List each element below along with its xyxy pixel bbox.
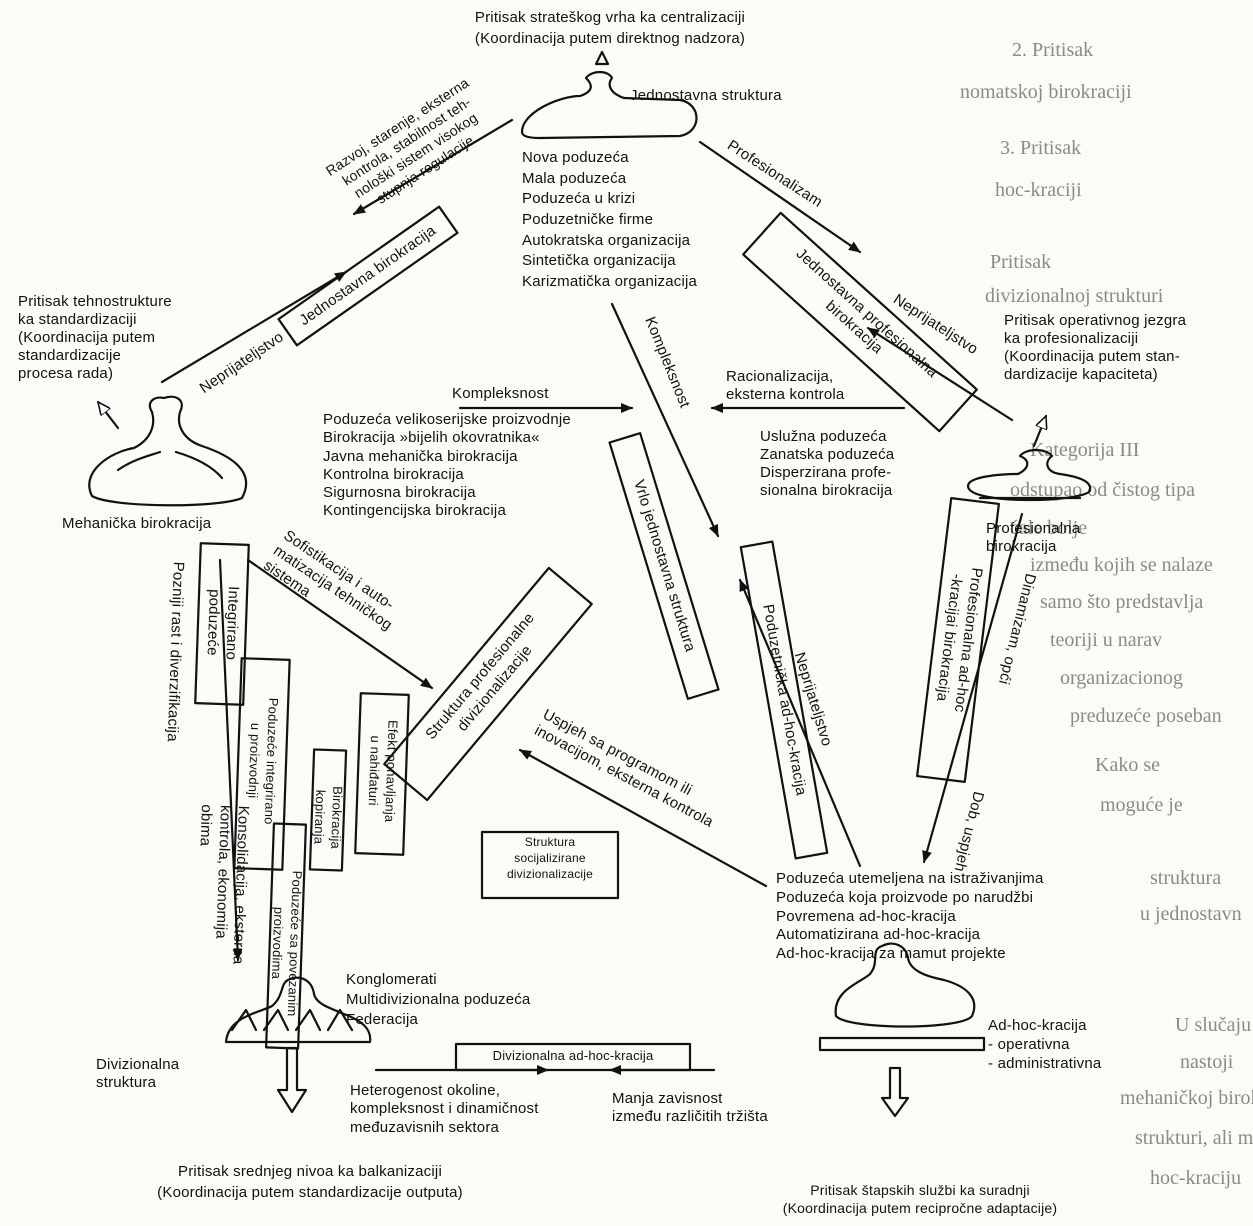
box-copying-bureaucracy-text: Birokracija kopiranja	[311, 785, 346, 850]
technostructure-pressure: Pritisak tehnostrukture ka standardizaci…	[18, 293, 172, 382]
adhoc-examples: Poduzeća utemeljena na istraživanjima Po…	[776, 870, 1044, 962]
bg-line: strukturi, ali može	[1135, 1127, 1253, 1149]
professional-bureaucracy-label: Profesionalna birokracija	[986, 520, 1081, 555]
arrow-hostility-left	[160, 270, 348, 384]
box-simple-bureaucracy	[277, 205, 459, 347]
arrow-complexity-diag	[610, 302, 720, 538]
support-pressure-line-1: Pritisak štapskih službi ka suradnji	[810, 1182, 1030, 1198]
bg-line: nastoji	[1180, 1051, 1234, 1073]
machine-examples: Poduzeća velikoserijske proizvodnje Biro…	[323, 411, 571, 520]
box-very-simple	[608, 432, 720, 700]
less-dependence-label: Manja zavisnost između različitih tržišt…	[612, 1090, 768, 1126]
adhoc-glyph	[818, 942, 986, 1052]
bg-line: struktura	[1150, 867, 1222, 889]
operating-core-pressure: Pritisak operativnog jezgra ka profesion…	[1004, 312, 1187, 383]
arrow-sophistication	[246, 558, 434, 690]
arrow-professionalism	[698, 140, 862, 254]
bg-line: hoc-kraciju	[1150, 1167, 1242, 1189]
divisional-structure-label: Divizionalna struktura	[96, 1056, 180, 1091]
bg-line: divizionalnoj strukturi	[985, 285, 1164, 307]
bg-line: Pritisak	[990, 251, 1052, 273]
adhoc-variants: - operativna - administrativna	[988, 1036, 1102, 1072]
bg-line: 3. Pritisak	[1000, 137, 1082, 159]
bg-line: hoc-kraciji	[995, 179, 1082, 201]
operating-core-pressure-arrow	[1032, 416, 1046, 448]
bg-line: ćale bolje	[1010, 517, 1088, 539]
arrow-hostility-right	[866, 326, 1014, 422]
box-cloning-effect-text: Efekt ponavljanja u nahiđaturi	[365, 719, 401, 823]
box-integrated	[194, 542, 250, 706]
bg-line: moguće je	[1100, 794, 1183, 816]
heterogeneity-label: Heterogenost okoline, kompleksnost i din…	[350, 1082, 539, 1136]
box-divisional-adhoc	[454, 1042, 692, 1072]
box-divisional-adhoc-text: Divizionalna ad-hoc-kracija	[492, 1048, 654, 1063]
support-staff-pressure-arrow	[880, 1066, 910, 1118]
simple-structure-glyph	[520, 70, 698, 140]
simple-structure-label: Jednostavna struktura	[630, 87, 782, 104]
middle-pressure-line-1: Pritisak srednjeg nivoa ka balkanizaciji	[178, 1163, 442, 1180]
box-copying-bureaucracy	[308, 748, 348, 872]
middle-line-pressure-arrow	[276, 1046, 308, 1114]
bg-line: U slučaju	[1175, 1014, 1252, 1036]
professional-examples: Uslužna poduzeća Zanatska poduzeća Dispe…	[760, 428, 895, 499]
box-integrated-production	[233, 657, 291, 871]
bg-line: teoriji u narav	[1050, 629, 1163, 651]
divisional-structure-glyph	[224, 976, 372, 1044]
bg-line: između kojih se nalaze	[1030, 554, 1213, 576]
box-entrepreneurial-adhoc	[739, 540, 829, 860]
divisional-examples: Konglomerati Multidivizionalna poduzeća …	[346, 971, 531, 1028]
box-professional-adhoc	[916, 497, 1000, 783]
middle-pressure-line-2: (Koordinacija putem standardizacije outp…	[157, 1184, 463, 1201]
bg-line: 2. Pritisak	[1012, 39, 1094, 61]
box-simple-professional	[742, 211, 978, 433]
technostructure-pressure-arrow	[98, 402, 120, 430]
bg-line: nomatskoj birokraciji	[960, 81, 1132, 103]
box-cloning-effect	[354, 692, 410, 856]
arrow-dynamism	[922, 512, 1024, 864]
bg-line: Kategorija III	[1030, 439, 1140, 461]
box-integrated-text: Integrirano poduzeće	[203, 585, 243, 661]
box-socialized	[480, 830, 620, 900]
bg-line: mehaničkoj birokraciji	[1120, 1087, 1253, 1109]
bg-line: samo što predstavlja	[1040, 591, 1204, 613]
machine-bureaucracy-glyph	[88, 395, 248, 507]
adhoc-label: Ad-hoc-kracija	[988, 1017, 1087, 1034]
apex-pressure-line-2: (Koordinacija putem direktnog nadzora)	[474, 30, 746, 47]
rationalization-label: Racionalizacija, eksterna kontrola	[726, 368, 845, 404]
arrow-late-growth	[218, 558, 243, 962]
box-related-production	[265, 822, 307, 1050]
machine-bureaucracy-label: Mehanička birokracija	[62, 515, 212, 532]
bg-line: preduzeće poseban	[1070, 705, 1222, 727]
socialized-divisional-box-text: Struktura socijalizirane divizionalizaci…	[506, 835, 594, 882]
arrow-development	[352, 118, 514, 216]
bg-line: u jednostavn	[1140, 903, 1242, 925]
support-pressure-line-2: (Koordinacija putem recipročne adaptacij…	[782, 1200, 1058, 1216]
simple-structure-examples: Nova poduzeća Mala poduzeća Poduzeća u k…	[522, 149, 698, 291]
complexity-label: Kompleksnost	[452, 385, 549, 402]
apex-pointer-icon	[594, 50, 610, 66]
arrow-hostility-mid	[738, 578, 862, 868]
apex-pressure-line-1: Pritisak strateškog vrha ka centralizaci…	[474, 9, 746, 26]
professional-bureaucracy-glyph	[966, 448, 1092, 502]
bg-line: odstupao od čistog tipa	[1010, 479, 1195, 501]
bg-line: organizacionog	[1060, 667, 1183, 689]
arrow-success	[518, 748, 768, 888]
bg-line: Kako se	[1095, 754, 1160, 776]
